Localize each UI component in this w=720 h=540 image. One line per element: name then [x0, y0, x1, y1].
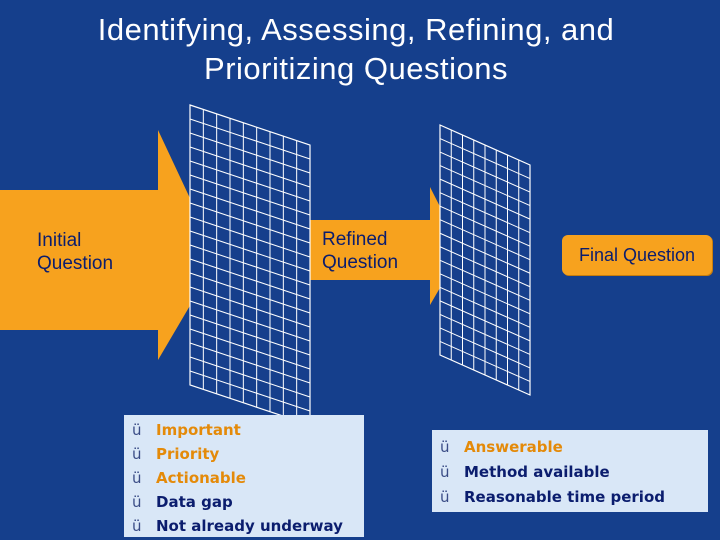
grid-line — [189, 202, 311, 244]
grid-line — [439, 165, 531, 207]
grid-line — [439, 246, 531, 288]
slide-title: Identifying, Assessing, Refining, and Pr… — [0, 10, 712, 88]
grid-line — [189, 188, 311, 230]
grid-line — [189, 356, 311, 398]
criteria-list-second: ü Answerable ü Method available ü Reason… — [432, 430, 708, 512]
grid-line — [439, 192, 531, 234]
refined-question-label: Refined Question — [322, 229, 399, 273]
criteria-item: ü Actionable — [132, 466, 364, 490]
grid-line — [189, 216, 311, 258]
check-icon: ü — [440, 488, 450, 506]
grid-line — [189, 328, 311, 370]
refined-question-arrow — [310, 187, 462, 305]
initial-question-label: Initial Question — [37, 230, 114, 274]
grid-line — [439, 178, 531, 220]
grid-line — [439, 286, 531, 328]
grid-line — [189, 174, 311, 216]
grid-line — [439, 300, 531, 342]
grid-line — [189, 342, 311, 384]
grid-line — [439, 151, 531, 193]
grid-line — [439, 327, 531, 369]
title-line-1: Identifying, Assessing, Refining, and — [97, 12, 615, 47]
title-line-2: Prioritizing Questions — [204, 51, 508, 86]
grid-line — [189, 272, 311, 314]
check-icon: ü — [440, 463, 450, 481]
grid-line — [439, 259, 531, 301]
check-icon: ü — [132, 469, 142, 487]
criteria-item: ü Not already underway — [132, 514, 364, 538]
final-question-label: Final Question — [578, 244, 696, 265]
grid-line — [189, 300, 311, 342]
grid-line — [439, 313, 531, 355]
criteria-item: ü Reasonable time period — [440, 485, 708, 510]
grid-line — [189, 160, 311, 202]
check-icon: ü — [132, 421, 142, 439]
final-question-box: Final Question — [562, 235, 712, 275]
grid-line — [189, 258, 311, 300]
grid-line — [439, 273, 531, 315]
grid-line — [439, 232, 531, 274]
criteria-item: ü Method available — [440, 460, 708, 485]
initial-question-arrow — [0, 130, 218, 360]
grid-line — [439, 138, 531, 179]
criteria-item: ü Answerable — [440, 435, 708, 460]
grid-line — [439, 205, 531, 247]
grid-line — [439, 219, 531, 261]
check-icon: ü — [132, 517, 142, 535]
filter-grid-2 — [439, 124, 531, 396]
grid-line — [189, 118, 311, 160]
criteria-item: ü Important — [132, 418, 364, 442]
grid-line — [189, 370, 311, 412]
criteria-list-first: ü Important ü Priority ü Actionable ü Da… — [124, 415, 364, 537]
check-icon: ü — [132, 493, 142, 511]
check-icon: ü — [132, 445, 142, 463]
grid-line — [189, 314, 311, 356]
grid-line — [189, 230, 311, 272]
grid-line — [439, 341, 531, 382]
check-icon: ü — [440, 438, 450, 456]
grid-line — [189, 244, 311, 286]
criteria-item: ü Priority — [132, 442, 364, 466]
grid-line — [189, 146, 311, 188]
grid-line — [189, 132, 311, 174]
filter-grid-1 — [189, 104, 311, 426]
criteria-item: ü Data gap — [132, 490, 364, 514]
grid-line — [189, 286, 311, 328]
